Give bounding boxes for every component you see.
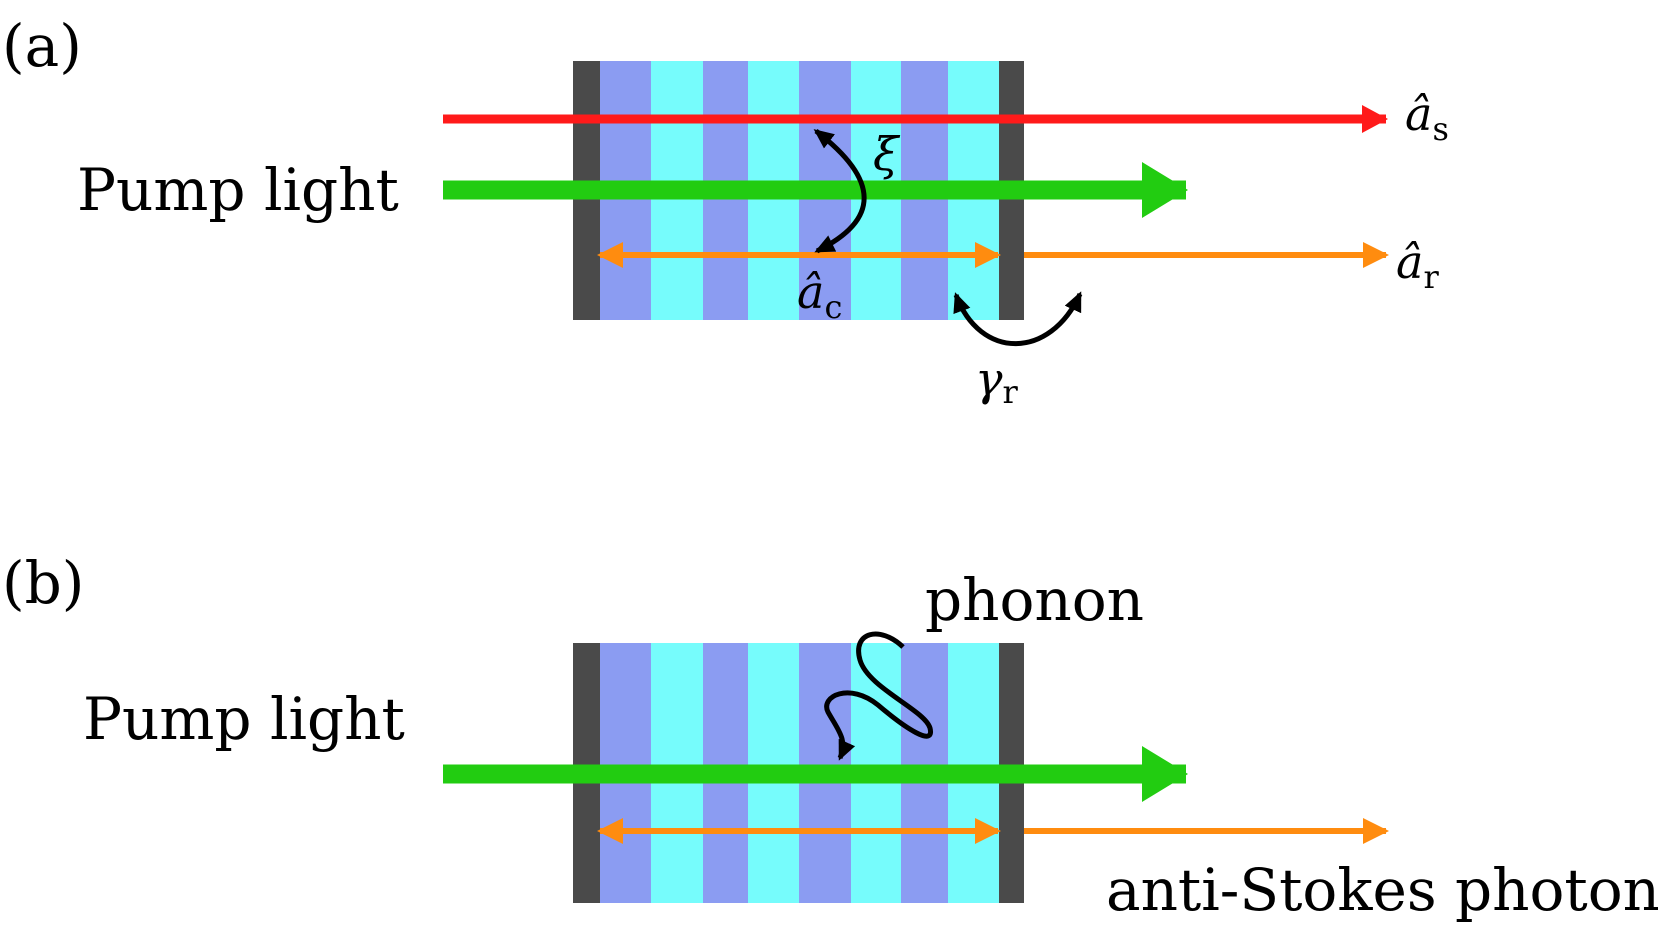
panel-b-tag: (b)	[2, 549, 84, 617]
panel-a-tag: (a)	[2, 12, 82, 80]
loss-rate-label: γr	[975, 352, 1019, 411]
coupling-label: ξ	[873, 127, 901, 181]
anti-stokes-photon-label: anti-Stokes photon	[1106, 856, 1658, 924]
pump-light-label: Pump light	[77, 156, 399, 224]
cavity-operator-label: âc	[797, 265, 842, 326]
panel-a: (a) Pump light âs âr âc ξ γr	[2, 12, 1449, 411]
pump-light-label: Pump light	[83, 685, 405, 753]
signal-operator-label: âs	[1405, 87, 1449, 148]
phonon-label: phonon	[925, 566, 1144, 634]
phonon-wave	[824, 631, 933, 761]
reflected-operator-label: âr	[1396, 235, 1439, 296]
coupling-arrow	[813, 129, 867, 254]
panel-b: (b) Pump light phonon anti-Stokes photon	[2, 549, 1658, 924]
loss-arrow	[953, 291, 1083, 346]
